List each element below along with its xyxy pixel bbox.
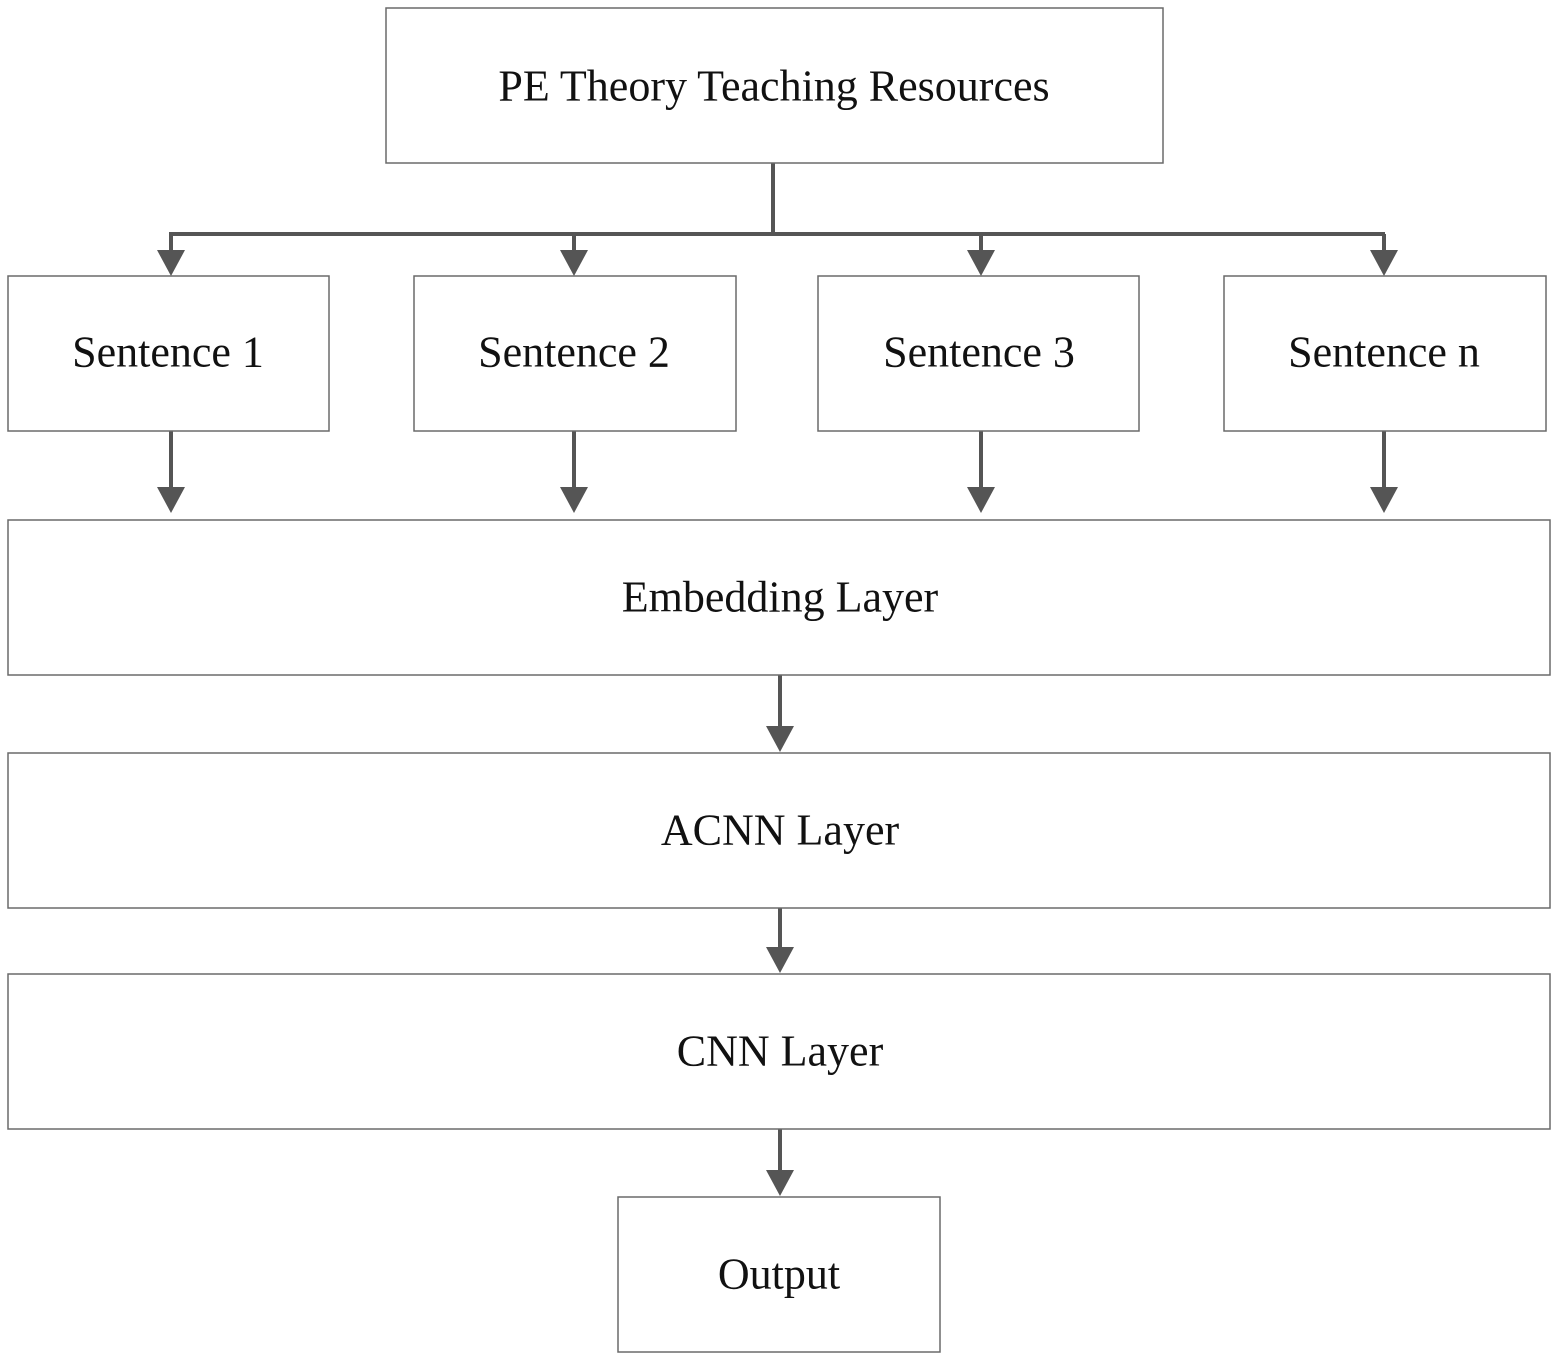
node-resources: PE Theory Teaching Resources: [385, 7, 1164, 164]
node-sentence-2-label: Sentence 2: [478, 328, 670, 377]
edge-acnn-to-cnn: [766, 908, 794, 973]
node-sentence-1-label: Sentence 1: [72, 328, 264, 377]
node-sentence-3-label: Sentence 3: [883, 328, 1075, 377]
node-sentence-1: Sentence 1: [7, 275, 330, 432]
edge-cnn-to-output: [766, 1129, 794, 1196]
edge-embedding-to-acnn: [766, 675, 794, 752]
node-sentence-3: Sentence 3: [817, 275, 1140, 432]
edge-resources-to-sentence-2: [560, 234, 588, 276]
edge-resources-to-sentence-3: [967, 234, 995, 276]
edge-sentence-3-to-embedding: [967, 431, 995, 513]
node-sentence-2: Sentence 2: [413, 275, 737, 432]
node-acnn-layer-label: ACNN Layer: [661, 806, 900, 855]
edge-resources-to-sentence-n: [1370, 234, 1398, 276]
node-embedding-layer-label: Embedding Layer: [622, 573, 939, 622]
edge-sentence-2-to-embedding: [560, 431, 588, 513]
node-output-label: Output: [718, 1250, 840, 1299]
edge-sentence-n-to-embedding: [1370, 431, 1398, 513]
node-resources-label: PE Theory Teaching Resources: [498, 62, 1049, 111]
node-acnn-layer: ACNN Layer: [7, 752, 1551, 909]
node-cnn-layer: CNN Layer: [7, 973, 1551, 1130]
node-output: Output: [617, 1196, 941, 1353]
node-embedding-layer: Embedding Layer: [7, 519, 1551, 676]
edge-resources-to-sentence-1: [157, 234, 185, 276]
node-sentence-n-label: Sentence n: [1288, 328, 1480, 377]
node-sentence-n: Sentence n: [1223, 275, 1547, 432]
edge-resources-fanout: [169, 162, 1385, 236]
edge-sentence-1-to-embedding: [157, 431, 185, 513]
node-cnn-layer-label: CNN Layer: [677, 1027, 884, 1076]
